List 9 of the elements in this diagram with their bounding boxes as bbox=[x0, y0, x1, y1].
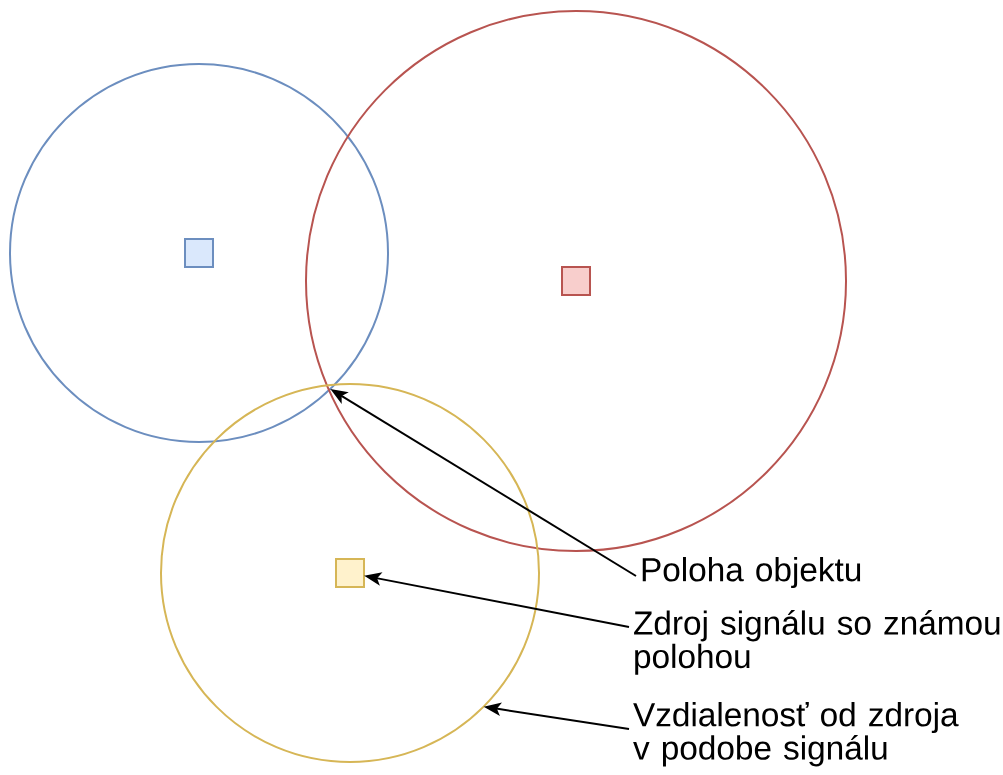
callout-text: Zdroj signálu so známou polohou bbox=[634, 610, 1000, 675]
callout-text: Vzdialenosť od zdroja v podobe signálu bbox=[633, 702, 959, 767]
range-circle bbox=[305, 10, 847, 552]
source-square bbox=[184, 238, 214, 268]
source-square bbox=[561, 266, 591, 296]
range-circle bbox=[160, 383, 540, 763]
range-circle bbox=[9, 63, 389, 443]
source-square bbox=[335, 558, 365, 588]
callout-text: Poloha objektu bbox=[642, 557, 861, 589]
